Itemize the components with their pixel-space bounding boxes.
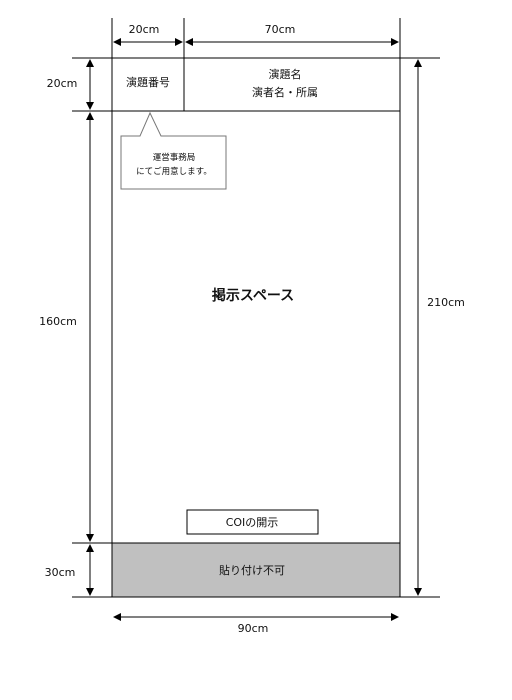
presentation-title-label: 演題名 <box>269 67 302 81</box>
dim-label-total-height: 210cm <box>427 296 465 309</box>
callout-text-line2: にてご用意します。 <box>136 166 212 177</box>
dim-label-top-right: 70cm <box>265 23 296 36</box>
dim-label-bottom: 30cm <box>45 566 76 579</box>
no-paste-label: 貼り付け不可 <box>219 563 285 577</box>
dim-label-space: 160cm <box>39 315 77 328</box>
coi-box <box>186 509 319 535</box>
presenter-affiliation-label: 演者名・所属 <box>252 85 318 99</box>
dim-label-top-left: 20cm <box>129 23 160 36</box>
presentation-number-label: 演題番号 <box>126 75 170 89</box>
callout-text-line1: 運営事務局 <box>153 152 196 163</box>
coi-label: COIの開示 <box>226 516 279 529</box>
no-paste-area <box>111 542 401 598</box>
callout-box <box>120 111 227 190</box>
poster-space-label: 掲示スペース <box>212 288 294 304</box>
dim-label-header: 20cm <box>47 77 78 90</box>
dim-label-total-width: 90cm <box>238 622 269 635</box>
